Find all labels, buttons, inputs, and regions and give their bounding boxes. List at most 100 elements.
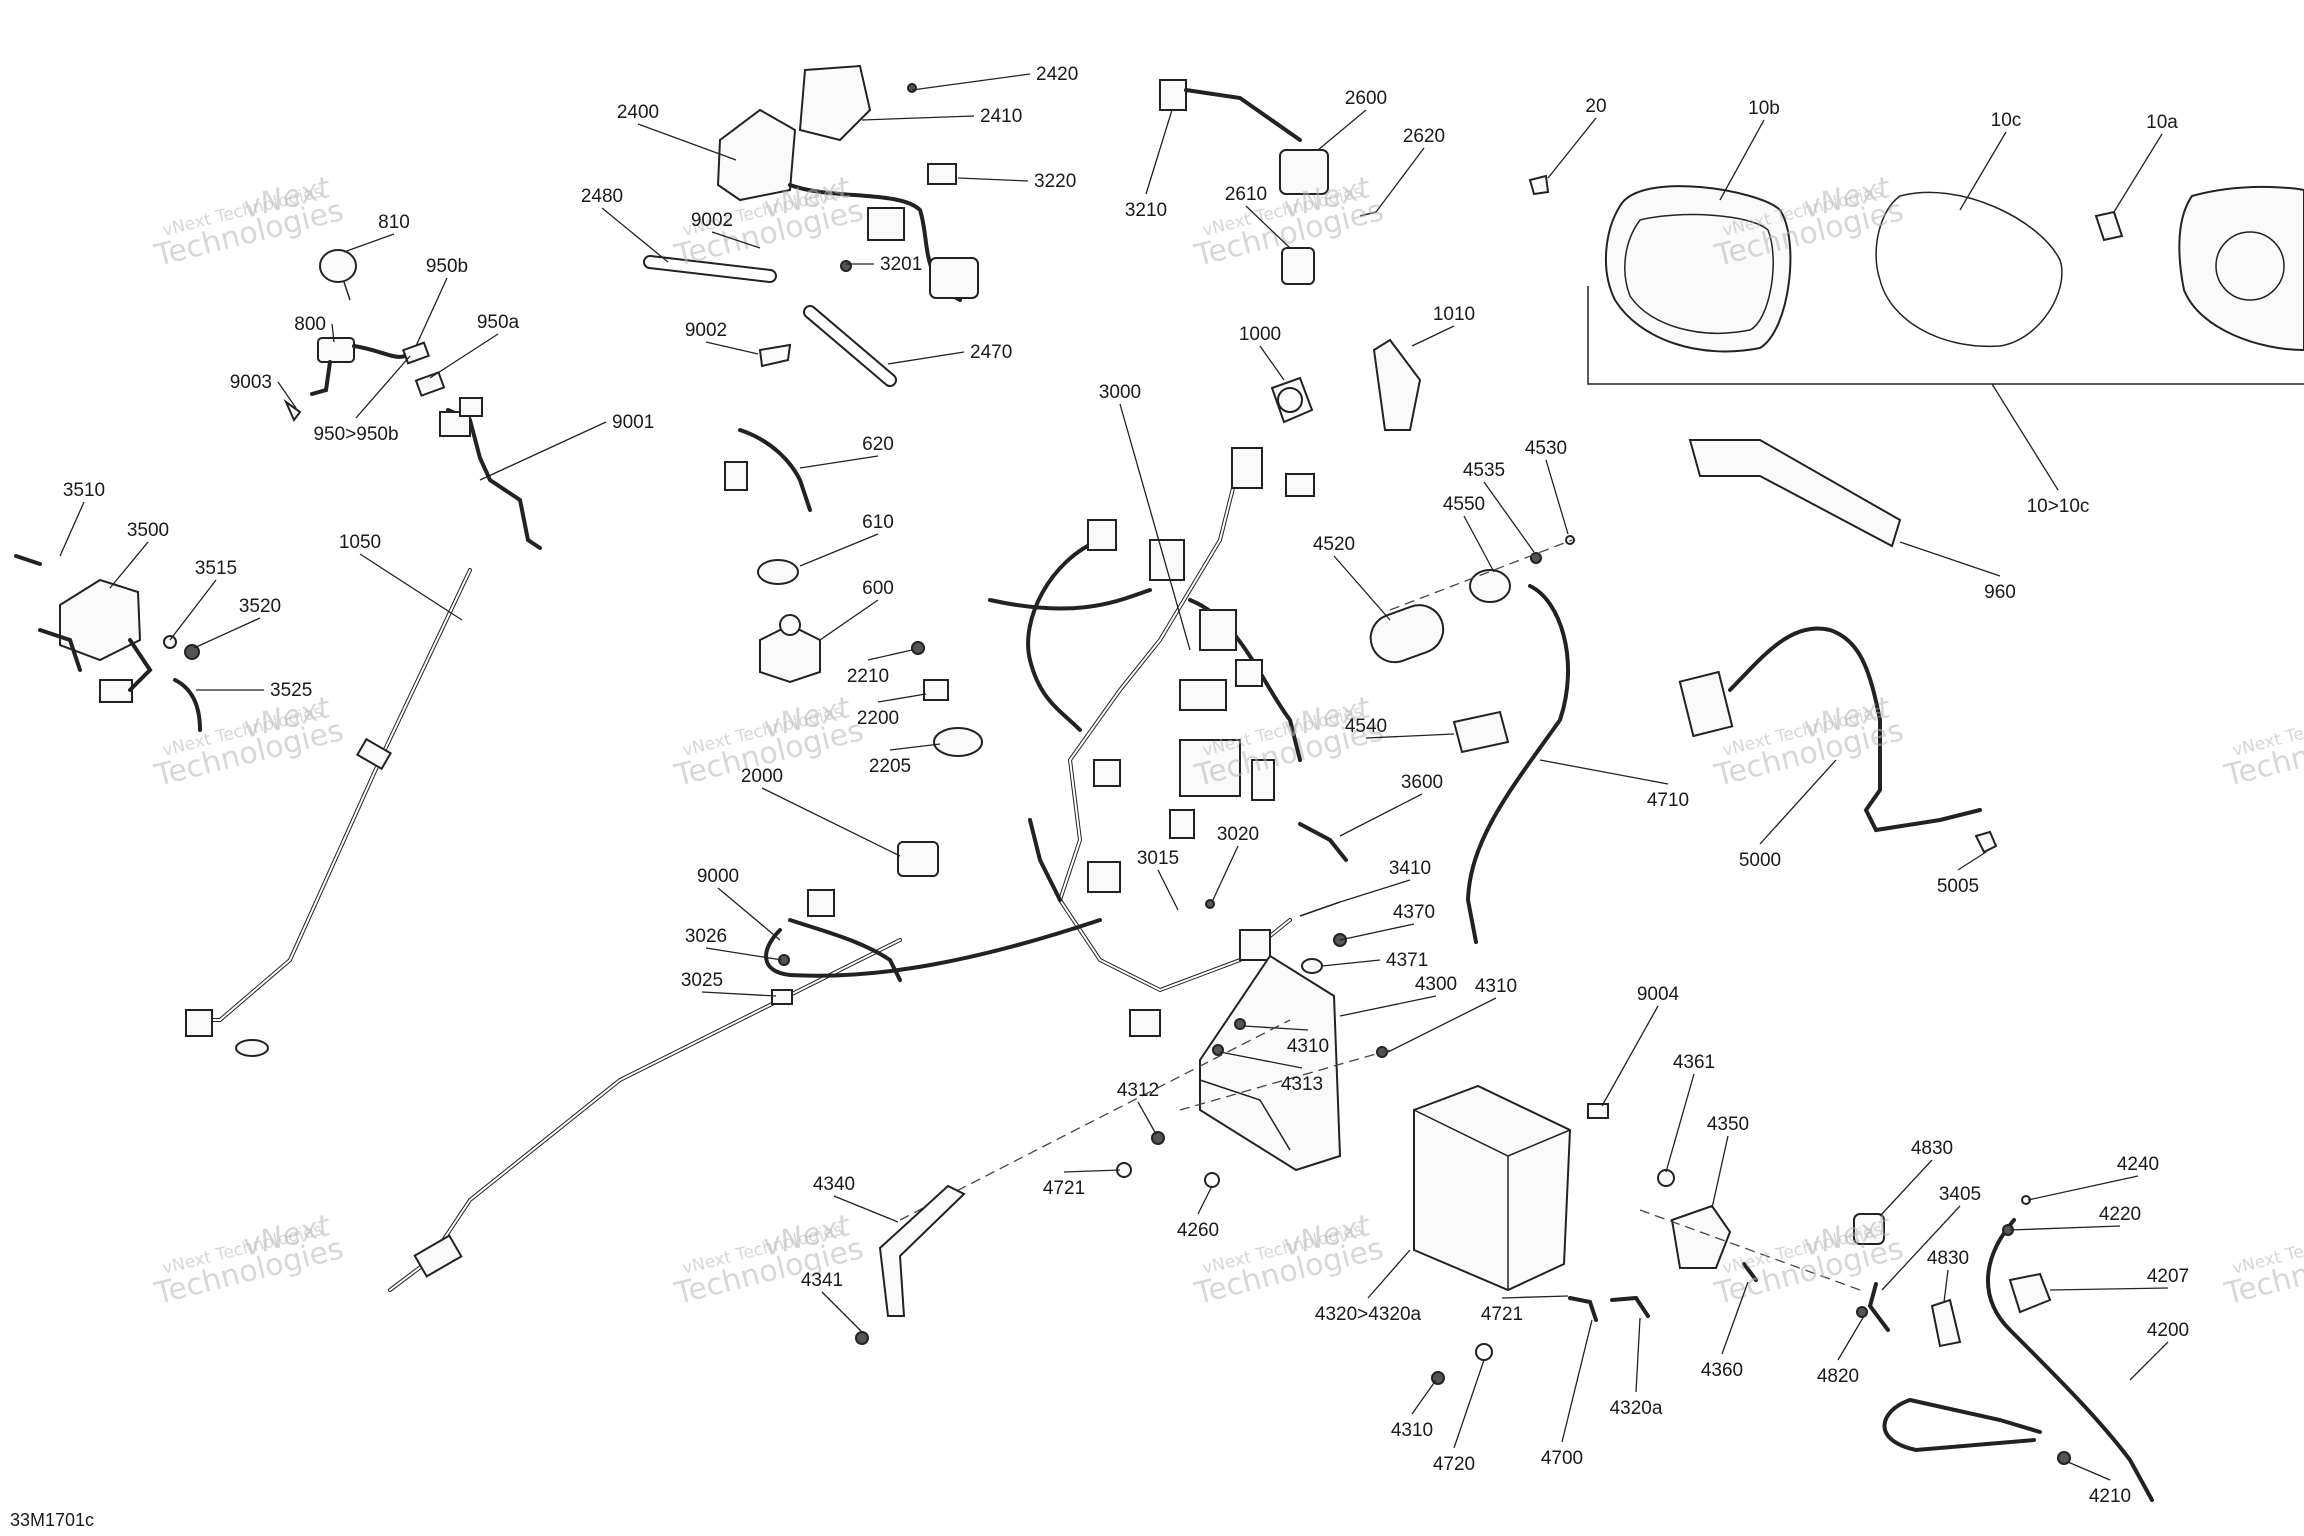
part-4350 — [1670, 1204, 1732, 1269]
callout-label: 620 — [862, 434, 894, 455]
callout-label: 3020 — [1217, 824, 1259, 845]
leader-line-4350 — [1711, 1135, 1729, 1209]
leader-line-3210 — [1145, 109, 1173, 195]
callout-label: 4220 — [2099, 1204, 2141, 1225]
part-4361 — [1657, 1169, 1675, 1187]
part-1050 — [185, 568, 902, 1292]
leader-line-3410 — [1339, 879, 1411, 903]
callout-labels: 810950b950a8009003950>950b90013510350035… — [63, 64, 2189, 1507]
part-2200 — [923, 679, 949, 701]
callout-label: 960 — [1984, 582, 2016, 603]
leader-line-2000 — [761, 787, 901, 857]
part-620 — [724, 428, 812, 512]
callout-label: 4310 — [1391, 1420, 1433, 1441]
callout-label: 4200 — [2147, 1320, 2189, 1341]
leader-line-4200 — [2129, 1341, 2169, 1381]
callout-label: 1000 — [1239, 324, 1281, 345]
part-4340 — [878, 1184, 966, 1317]
leader-line-5005 — [1957, 851, 1987, 871]
part-3025 — [771, 989, 793, 1005]
leader-line-2400 — [637, 123, 737, 161]
leader-line-3520 — [193, 617, 261, 649]
callout-label: 2480 — [581, 186, 623, 207]
callout-label: 950b — [426, 256, 468, 277]
part-5000 — [1678, 626, 1982, 833]
leader-line-4530 — [1545, 459, 1569, 535]
figure-code: 33M1701c — [10, 1510, 94, 1530]
leader-line-4700 — [1561, 1319, 1593, 1443]
part-4710 — [1465, 584, 1570, 944]
callout-label: 2410 — [980, 106, 1022, 127]
leader-line-10a — [2113, 133, 2163, 213]
part-20 — [1528, 174, 1550, 196]
callout-label: 4535 — [1463, 460, 1505, 481]
callout-label: 950a — [477, 312, 520, 333]
callout-label: 4720 — [1433, 1454, 1475, 1475]
leader-line-950b — [415, 277, 448, 347]
leader-line-4360 — [1721, 1281, 1749, 1355]
leader-line-4260 — [1197, 1185, 1213, 1215]
leader-line-4210 — [2067, 1461, 2111, 1481]
callout-label: 5005 — [1937, 876, 1979, 897]
callout-label: 9000 — [697, 866, 739, 887]
part-4360 — [1742, 1262, 1758, 1282]
leader-line-4371 — [1321, 959, 1381, 967]
part-4830a — [1853, 1213, 1885, 1245]
leader-line-4207 — [2049, 1287, 2169, 1291]
callout-label: 9001 — [612, 412, 654, 433]
part-2205 — [933, 727, 983, 757]
part-1010 — [1372, 338, 1422, 431]
part-810 — [319, 249, 357, 301]
leader-line-2620 — [1375, 147, 1425, 213]
part-3201 — [840, 260, 852, 272]
leader-line-4320a — [1635, 1317, 1641, 1393]
part-4210 — [2057, 1451, 2071, 1465]
callout-label: 2400 — [617, 102, 659, 123]
part-2610 — [1281, 247, 1315, 285]
callout-label: 3025 — [681, 970, 723, 991]
part-4720 — [1475, 1343, 1493, 1361]
leader-line-800 — [331, 323, 335, 343]
part-3525 — [173, 678, 202, 732]
callout-label: 3000 — [1099, 382, 1141, 403]
callout-label: 3015 — [1137, 848, 1179, 869]
callout-label: 4341 — [801, 1270, 843, 1291]
part-2210 — [911, 641, 925, 655]
part-3210 — [1159, 79, 1302, 142]
part-610 — [757, 559, 799, 585]
callout-label: 4830 — [1911, 1138, 1953, 1159]
part-9003 — [283, 399, 302, 422]
leader-line-3515 — [169, 579, 217, 641]
leader-line-4820 — [1837, 1315, 1865, 1361]
callout-label: 4310 — [1475, 976, 1517, 997]
part-4320 — [1413, 1084, 1572, 1292]
part-2410 — [798, 64, 872, 142]
callout-label: 610 — [862, 512, 894, 533]
leader-line-4550 — [1463, 515, 1495, 573]
leader-line-620 — [799, 455, 879, 469]
leader-line-10c — [1959, 131, 2007, 211]
part-4300 — [1199, 954, 1342, 1172]
part-10b — [1605, 185, 1792, 353]
callout-label: 10>10c — [2027, 496, 2090, 517]
part-800 — [310, 337, 407, 396]
leader-lines — [59, 73, 2169, 1481]
callout-label: 4210 — [2089, 1486, 2131, 1507]
callout-label: 3515 — [195, 558, 237, 579]
callout-label: 2420 — [1036, 64, 1078, 85]
part-600 — [759, 614, 821, 684]
leader-line-3405 — [1881, 1205, 1961, 1291]
leader-line-9004 — [1601, 1005, 1659, 1107]
leader-line-9002 — [705, 341, 759, 355]
callout-label: 2205 — [869, 756, 911, 777]
callout-label: 3510 — [63, 480, 105, 501]
part-4530 — [1565, 535, 1575, 545]
callout-label: 3405 — [1939, 1184, 1981, 1205]
leader-line-1050 — [359, 553, 463, 621]
leader-line-4320>4320a — [1367, 1249, 1411, 1299]
